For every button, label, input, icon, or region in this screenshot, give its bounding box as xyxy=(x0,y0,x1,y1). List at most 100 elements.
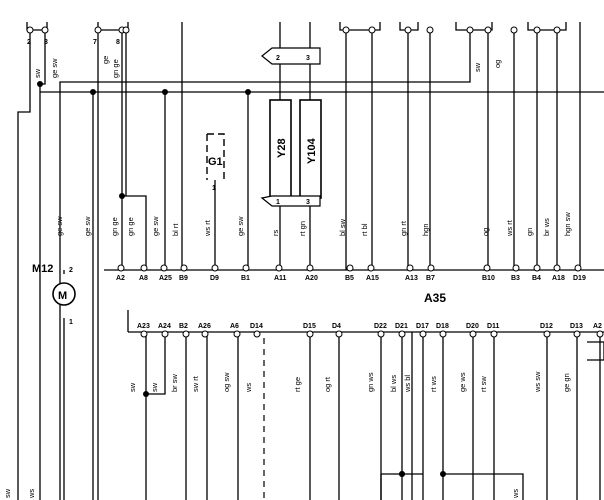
pin-marker xyxy=(140,264,148,272)
a35-pin-a18: A18 xyxy=(552,275,565,282)
wire-label: rs xyxy=(271,230,280,236)
a35-pin-a23: A23 xyxy=(137,323,150,330)
pin-marker xyxy=(211,264,219,272)
g1-pin: 1 xyxy=(212,185,216,192)
a35-pin-d14: D14 xyxy=(250,323,263,330)
a35-pin-d11: D11 xyxy=(487,323,500,330)
pin-marker xyxy=(377,330,385,338)
a35-pin-b2: B2 xyxy=(179,323,188,330)
wire-label: ge sw xyxy=(50,58,59,78)
wire-label: ge sw xyxy=(151,216,160,236)
a35-pin-d18: D18 xyxy=(436,323,449,330)
top-conn-pin-2: 2 xyxy=(276,55,280,62)
wire-label: sw xyxy=(473,62,482,72)
pin-marker xyxy=(306,330,314,338)
junction-dots xyxy=(37,81,446,477)
pin-marker xyxy=(553,26,561,34)
pin-marker xyxy=(512,264,520,272)
pin-marker xyxy=(41,26,49,34)
edge-label: ws xyxy=(27,489,36,499)
connector-bottom: 1 3 xyxy=(260,195,321,207)
wire-label: og xyxy=(493,60,502,68)
wire-label: sw xyxy=(33,68,42,78)
component-m12: M M12 2 1 xyxy=(32,263,76,326)
wire-label: rt ws xyxy=(429,376,438,392)
a35-pin-a20: A20 xyxy=(305,275,318,282)
wire-label: rt ge xyxy=(293,377,302,392)
a35-pin-d22: D22 xyxy=(374,323,387,330)
top-pin-8: 8 xyxy=(116,39,120,46)
pin-marker xyxy=(427,264,435,272)
pin-marker xyxy=(233,330,241,338)
pin-marker xyxy=(404,26,412,34)
component-y104: Y104 xyxy=(299,99,322,199)
top-pin-numbers: 2 3 7 8 xyxy=(27,39,120,46)
top-pin-7: 7 xyxy=(93,39,97,46)
pin-marker xyxy=(180,264,188,272)
pin-marker xyxy=(122,26,130,34)
pin-marker xyxy=(553,264,561,272)
pin-markers xyxy=(26,26,604,338)
wire-label: gn ge xyxy=(111,59,120,78)
wire-label: rt bl xyxy=(360,223,369,236)
wire-label: og sw xyxy=(222,372,231,392)
wire-label: sw xyxy=(128,382,137,392)
edge-label: sw xyxy=(3,488,12,498)
pin-marker xyxy=(346,264,354,272)
a35-pin-a8: A8 xyxy=(139,275,148,282)
a35-pin-a2: A2 xyxy=(593,323,602,330)
pin-marker xyxy=(543,330,551,338)
edge-label: ws xyxy=(511,489,520,499)
m12-pin-1: 1 xyxy=(69,319,73,326)
pin-marker xyxy=(26,26,34,34)
wire-label: og xyxy=(481,228,490,236)
bot-conn-pin-1: 1 xyxy=(276,199,280,206)
wire-label: ge sw xyxy=(83,216,92,236)
pin-marker xyxy=(490,330,498,338)
top-conn-pin-3: 3 xyxy=(306,55,310,62)
wire-label: ge xyxy=(101,56,110,64)
a35-pin-a15: A15 xyxy=(366,275,379,282)
m12-symbol: M xyxy=(58,290,67,302)
pin-marker xyxy=(469,330,477,338)
a35-pin-a6: A6 xyxy=(230,323,239,330)
a35-pin-d9: D9 xyxy=(210,275,219,282)
wire-label: bl ws xyxy=(389,375,398,392)
pin-marker xyxy=(483,264,491,272)
wire-label: rt gn xyxy=(298,221,307,236)
pin-marker xyxy=(275,264,283,272)
wires xyxy=(17,22,604,500)
pin-marker xyxy=(140,330,148,338)
wire-label: ws rt xyxy=(203,219,212,237)
a35-pin-a26: A26 xyxy=(198,323,211,330)
wire-label: ge sw xyxy=(55,216,64,236)
a35-pin-a25: A25 xyxy=(159,275,172,282)
a35-pin-a13: A13 xyxy=(405,275,418,282)
wire-label: ws rt xyxy=(505,219,514,237)
wire-label: gn ws xyxy=(366,372,375,392)
pin-marker xyxy=(596,330,604,338)
a35-pin-b9: B9 xyxy=(179,275,188,282)
pin-marker xyxy=(484,26,492,34)
a35-pin-d21: D21 xyxy=(395,323,408,330)
wire-label: bl rt xyxy=(171,223,180,236)
edge-labels: sw ws ws xyxy=(3,488,520,499)
y104-label: Y104 xyxy=(306,137,318,164)
wire-label: rt sw xyxy=(479,376,488,392)
a35-pin-d17: D17 xyxy=(416,323,429,330)
a35-pin-b4: B4 xyxy=(532,275,541,282)
top-pin-2: 2 xyxy=(27,39,31,46)
wire-label: hgn sw xyxy=(563,212,572,236)
wire-label: gn ge xyxy=(110,217,119,236)
wire-label: br sw xyxy=(170,373,179,392)
pin-marker xyxy=(94,26,102,34)
wire-label: gn ge xyxy=(126,217,135,236)
a35-label: A35 xyxy=(424,291,446,305)
component-g1: G1 1 xyxy=(206,133,225,192)
pin-marker xyxy=(182,330,190,338)
wire-label: sw xyxy=(150,382,159,392)
